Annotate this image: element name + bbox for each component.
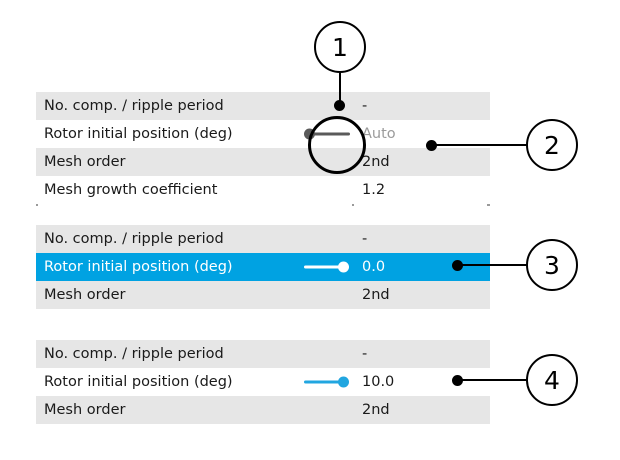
- callout-1-anchor-dot: [334, 100, 345, 111]
- property-name: No. comp. / ripple period: [44, 98, 224, 114]
- property-value[interactable]: 1.2: [362, 182, 386, 198]
- table-row-clipped[interactable]: Mesh growth coefficient 1.2: [36, 176, 490, 204]
- table-row[interactable]: Rotor initial position (deg) Auto: [36, 120, 490, 148]
- callout-1-highlight-ring: [308, 116, 366, 174]
- property-name: Rotor initial position (deg): [44, 374, 233, 390]
- slider-knob[interactable]: [338, 261, 349, 273]
- callout-2: 2: [526, 119, 578, 171]
- property-name: Mesh order: [44, 402, 126, 418]
- table-row[interactable]: Mesh order 2nd: [36, 148, 490, 176]
- rotor-position-slider[interactable]: [304, 375, 350, 389]
- property-name: Mesh order: [44, 287, 126, 303]
- slider-track: [304, 380, 344, 384]
- property-value[interactable]: 2nd: [362, 154, 390, 170]
- table-row[interactable]: Rotor initial position (deg) 10.0: [36, 368, 490, 396]
- rotor-position-slider[interactable]: [304, 260, 350, 274]
- slider-knob[interactable]: [338, 376, 349, 388]
- property-value[interactable]: 0.0: [362, 259, 386, 275]
- table-row[interactable]: Mesh order 2nd: [36, 396, 490, 424]
- table-row[interactable]: No. comp. / ripple period -: [36, 92, 490, 120]
- callout-3-label: 3: [544, 250, 560, 280]
- property-value[interactable]: -: [362, 346, 368, 362]
- property-value[interactable]: 10.0: [362, 374, 395, 390]
- property-value[interactable]: 2nd: [362, 287, 390, 303]
- property-name: Rotor initial position (deg): [44, 259, 233, 275]
- property-value[interactable]: 2nd: [362, 402, 390, 418]
- property-value[interactable]: Auto: [362, 126, 396, 142]
- property-name: Mesh growth coefficient: [44, 182, 218, 198]
- callout-3-leader-line: [457, 264, 527, 266]
- property-name: Mesh order: [44, 154, 126, 170]
- table-row[interactable]: Mesh order 2nd: [36, 281, 490, 309]
- callout-4: 4: [526, 354, 578, 406]
- property-grid-zero[interactable]: No. comp. / ripple period - Rotor initia…: [36, 225, 490, 309]
- callout-1-leader-line: [339, 73, 341, 108]
- callout-2-leader-line: [431, 144, 527, 146]
- callout-2-anchor-dot: [426, 140, 437, 151]
- callout-1: 1: [314, 21, 366, 73]
- callout-4-leader-line: [457, 379, 527, 381]
- property-value[interactable]: -: [362, 98, 368, 114]
- callout-1-label: 1: [332, 32, 348, 62]
- table-row[interactable]: No. comp. / ripple period -: [36, 225, 490, 253]
- property-name: Rotor initial position (deg): [44, 126, 233, 142]
- callout-3: 3: [526, 239, 578, 291]
- table-row[interactable]: No. comp. / ripple period -: [36, 340, 490, 368]
- callout-4-label: 4: [544, 365, 560, 395]
- callout-2-label: 2: [544, 130, 560, 160]
- callout-4-anchor-dot: [452, 375, 463, 386]
- property-name: No. comp. / ripple period: [44, 231, 224, 247]
- callout-3-anchor-dot: [452, 260, 463, 271]
- property-name: No. comp. / ripple period: [44, 346, 224, 362]
- table-row-selected[interactable]: Rotor initial position (deg) 0.0: [36, 253, 490, 281]
- property-value[interactable]: -: [362, 231, 368, 247]
- slider-track: [304, 265, 344, 269]
- property-grid-ten[interactable]: No. comp. / ripple period - Rotor initia…: [36, 340, 490, 424]
- property-grid-auto[interactable]: No. comp. / ripple period - Rotor initia…: [36, 92, 490, 206]
